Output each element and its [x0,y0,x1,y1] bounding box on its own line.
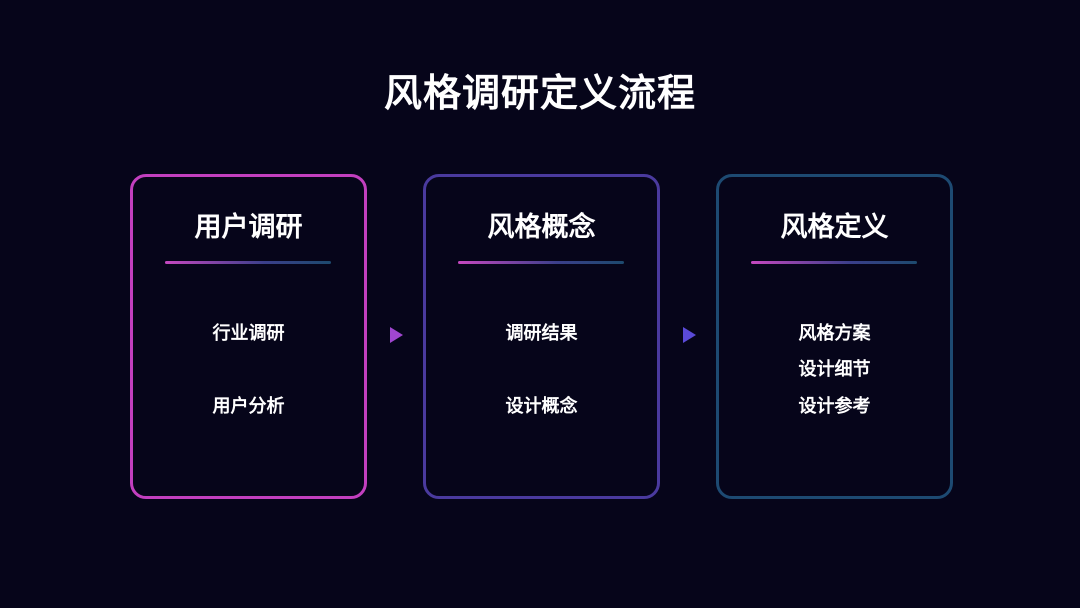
step-card-user-research: 用户调研 行业调研 用户分析 [130,174,367,499]
step-item: 调研结果 [505,323,578,344]
step-heading: 用户调研 [194,212,303,243]
arrow-right-icon [390,327,403,343]
step-item: 风格方案 [798,323,871,344]
step-item: 设计细节 [798,359,871,380]
arrow-right-icon [683,327,696,343]
step-card-style-concept: 风格概念 调研结果 设计概念 [423,174,660,499]
step-item: 用户分析 [212,396,285,417]
step-heading: 风格概念 [487,212,596,243]
divider [751,261,917,264]
step-card-style-definition: 风格定义 风格方案 设计细节 设计参考 [716,174,953,499]
step-item: 行业调研 [212,323,285,344]
page-title: 风格调研定义流程 [383,71,696,115]
step-heading: 风格定义 [780,212,889,243]
divider [165,261,331,264]
divider [458,261,624,264]
step-item: 设计概念 [505,396,578,417]
step-item: 设计参考 [798,396,871,417]
